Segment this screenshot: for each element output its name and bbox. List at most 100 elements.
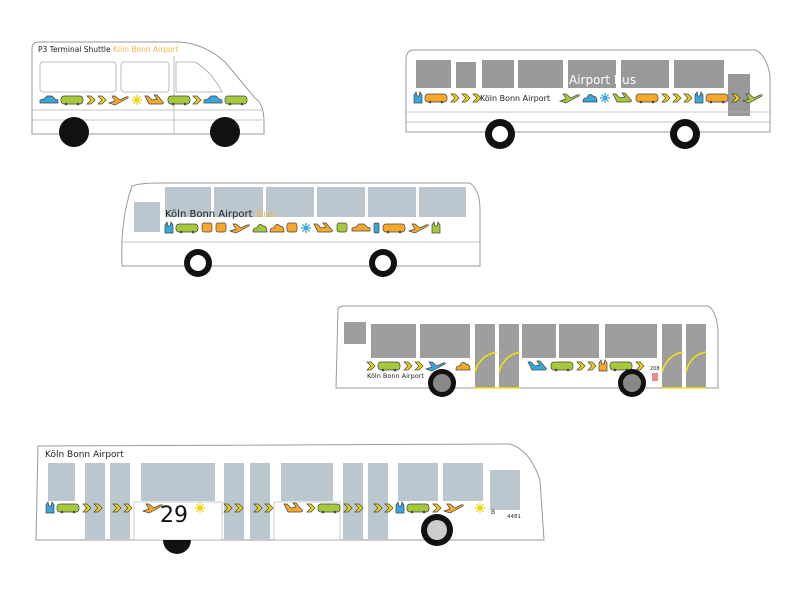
chev-icon	[223, 503, 233, 513]
tower-icon	[45, 501, 55, 514]
sun-icon	[475, 503, 485, 513]
icon-strip	[164, 221, 441, 234]
bus-icon	[705, 93, 729, 104]
bus-icon	[635, 93, 659, 104]
icon-strip	[366, 361, 446, 372]
car-icon	[203, 95, 223, 104]
chev-icon	[123, 503, 133, 513]
bus-icon	[377, 361, 401, 372]
bus-icon	[550, 361, 574, 372]
tower-icon	[413, 91, 423, 104]
chev-icon	[264, 503, 274, 513]
chev-icon	[461, 93, 471, 103]
chev-icon	[373, 503, 383, 513]
terminal-shuttle-van: P3 Terminal Shuttle Köln Bonn Airport	[31, 41, 265, 147]
chev-icon	[192, 95, 202, 105]
coach-title: Airport Bus	[569, 73, 636, 87]
tower-icon	[395, 501, 405, 514]
car-icon	[39, 95, 59, 104]
cloud-icon	[582, 94, 598, 103]
chev-icon	[450, 93, 460, 103]
tower-icon	[431, 221, 441, 234]
chev-icon	[576, 361, 586, 371]
chev-icon	[112, 503, 122, 513]
city-bus: Köln Bonn Airport 208	[335, 305, 719, 397]
chev-icon	[253, 503, 263, 513]
chev-icon	[403, 361, 413, 371]
tower-icon	[164, 221, 174, 234]
cloud-icon	[252, 224, 268, 233]
chev-icon	[472, 93, 482, 103]
longbus-brand: Köln Bonn Airport	[45, 450, 124, 460]
plane-land-icon	[313, 222, 333, 233]
wheel	[59, 117, 89, 147]
tower-icon	[598, 359, 608, 372]
airport-bus-coach: Airport Bus Köln Bonn Airport	[405, 49, 771, 149]
chev-icon	[731, 93, 741, 103]
icon-strip	[455, 362, 471, 371]
van-route-label: P3 Terminal Shuttle	[38, 45, 111, 54]
plane-icon	[407, 223, 429, 234]
sun-icon	[132, 95, 142, 105]
route-number: 29	[160, 503, 188, 528]
sun-icon	[600, 93, 610, 103]
chev-icon	[343, 503, 353, 513]
bus-icon	[406, 503, 430, 514]
coach2-brand-suffix: Bus	[257, 209, 275, 220]
chev-icon	[354, 503, 364, 513]
bag-icon	[215, 222, 227, 233]
plane-land-icon	[612, 92, 632, 103]
svg-text:P3 Terminal Shuttle Köln Bonn: P3 Terminal Shuttle Köln Bonn Airport	[38, 45, 179, 54]
plane-land-icon	[527, 360, 547, 371]
chev-icon	[384, 503, 394, 513]
fleet-number: 4481	[507, 514, 521, 520]
bottle-icon	[373, 222, 380, 234]
icon-strip	[45, 501, 163, 514]
plane-land-icon	[144, 94, 164, 105]
icon-strip	[558, 91, 763, 104]
plane-icon	[141, 503, 163, 514]
chev-icon	[82, 503, 92, 513]
wheel	[210, 117, 240, 147]
chev-icon	[93, 503, 103, 513]
chev-icon	[366, 361, 376, 371]
bus-icon	[56, 503, 80, 514]
chev-icon	[234, 503, 244, 513]
bus-icon	[60, 95, 84, 106]
plane-icon	[228, 223, 250, 234]
book-icon	[286, 222, 298, 233]
citybus-brand: Köln Bonn Airport	[367, 372, 424, 380]
icon-strip	[192, 95, 248, 106]
door-label: B	[491, 509, 495, 516]
plane-icon	[424, 361, 446, 372]
chev-icon	[635, 361, 645, 371]
wheel	[163, 540, 191, 554]
chev-icon	[414, 361, 424, 371]
chev-icon	[587, 361, 597, 371]
chev-icon	[432, 503, 442, 513]
bus-icon	[167, 95, 191, 106]
bus-icon	[224, 95, 248, 106]
plane-land-icon	[283, 502, 303, 513]
sun-icon	[195, 503, 205, 513]
tower-icon	[694, 91, 704, 104]
bus-icon	[317, 503, 341, 514]
plane-icon	[107, 95, 129, 106]
palm-icon	[336, 222, 348, 233]
icon-strip	[223, 501, 485, 514]
airport-long-bus: Köln Bonn Airport 29 B 4481	[35, 443, 545, 554]
sun-icon	[301, 223, 311, 233]
chev-icon	[86, 95, 96, 105]
icon-strip	[195, 503, 205, 513]
icon-strip	[527, 359, 645, 372]
chev-icon	[97, 95, 107, 105]
chev-icon	[661, 93, 671, 103]
plane-icon	[741, 93, 763, 104]
chev-icon	[683, 93, 693, 103]
icon-strip	[39, 94, 191, 106]
icon-strip	[413, 91, 482, 104]
trolley-icon	[201, 222, 213, 233]
